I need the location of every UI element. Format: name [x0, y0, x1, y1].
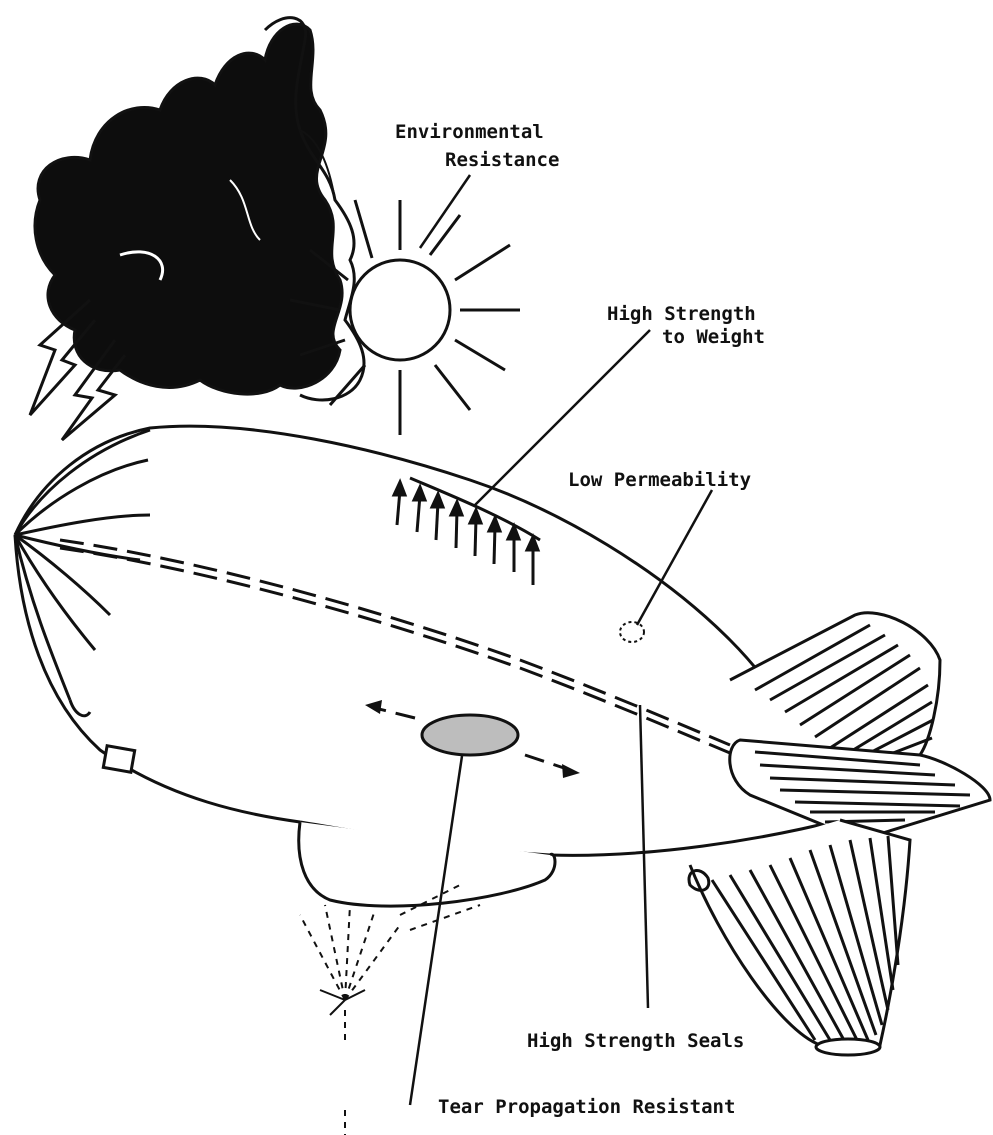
label-environmental-line2: Resistance	[445, 149, 559, 171]
label-tear: Tear Propagation Resistant	[438, 1096, 735, 1118]
label-strength-line2: to Weight	[662, 326, 765, 348]
storm-cloud-icon	[35, 18, 364, 400]
label-seals: High Strength Seals	[527, 1030, 744, 1052]
leader-seals	[640, 705, 648, 1008]
label-strength-line1: High Strength	[607, 303, 756, 325]
label-permeability: Low Permeability	[568, 469, 751, 491]
label-environmental-line1: Environmental	[395, 121, 544, 143]
tear-patch-icon	[365, 700, 580, 778]
leader-tear	[410, 756, 462, 1105]
